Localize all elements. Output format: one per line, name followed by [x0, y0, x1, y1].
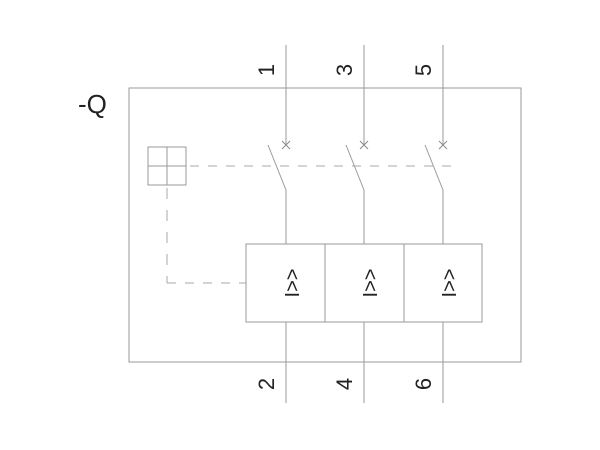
pole-1-switch-blade: [267, 144, 287, 191]
pole-1-contact-x-icon: [281, 140, 291, 150]
pole-3: [424, 45, 448, 403]
pole-1: [267, 45, 291, 403]
trip-unit-block: [245, 243, 483, 323]
pole-2-contact-x-icon: [359, 140, 369, 150]
pole-2: [345, 45, 369, 403]
pole-2-switch-blade: [345, 144, 365, 191]
terminal-label-top-1: 1: [254, 64, 279, 76]
manual-operator-icon: [147, 146, 187, 186]
terminal-label-bottom-6: 6: [411, 378, 436, 390]
pole-3-switch-blade: [424, 144, 444, 191]
mechanical-linkage: [166, 165, 455, 284]
device-enclosure: [128, 87, 522, 363]
trip-unit-1-symbol: I>>: [282, 269, 304, 298]
trip-unit-frame: [245, 243, 483, 323]
pole-3-contact-x-icon: [438, 140, 448, 150]
terminal-label-top-3: 3: [332, 64, 357, 76]
trip-unit-2-symbol: I>>: [360, 269, 382, 298]
terminal-label-top-5: 5: [411, 64, 436, 76]
terminal-label-bottom-4: 4: [332, 378, 357, 390]
device-designation: -Q: [78, 89, 107, 119]
trip-unit-3-symbol: I>>: [439, 269, 461, 298]
terminal-label-bottom-2: 2: [254, 378, 279, 390]
